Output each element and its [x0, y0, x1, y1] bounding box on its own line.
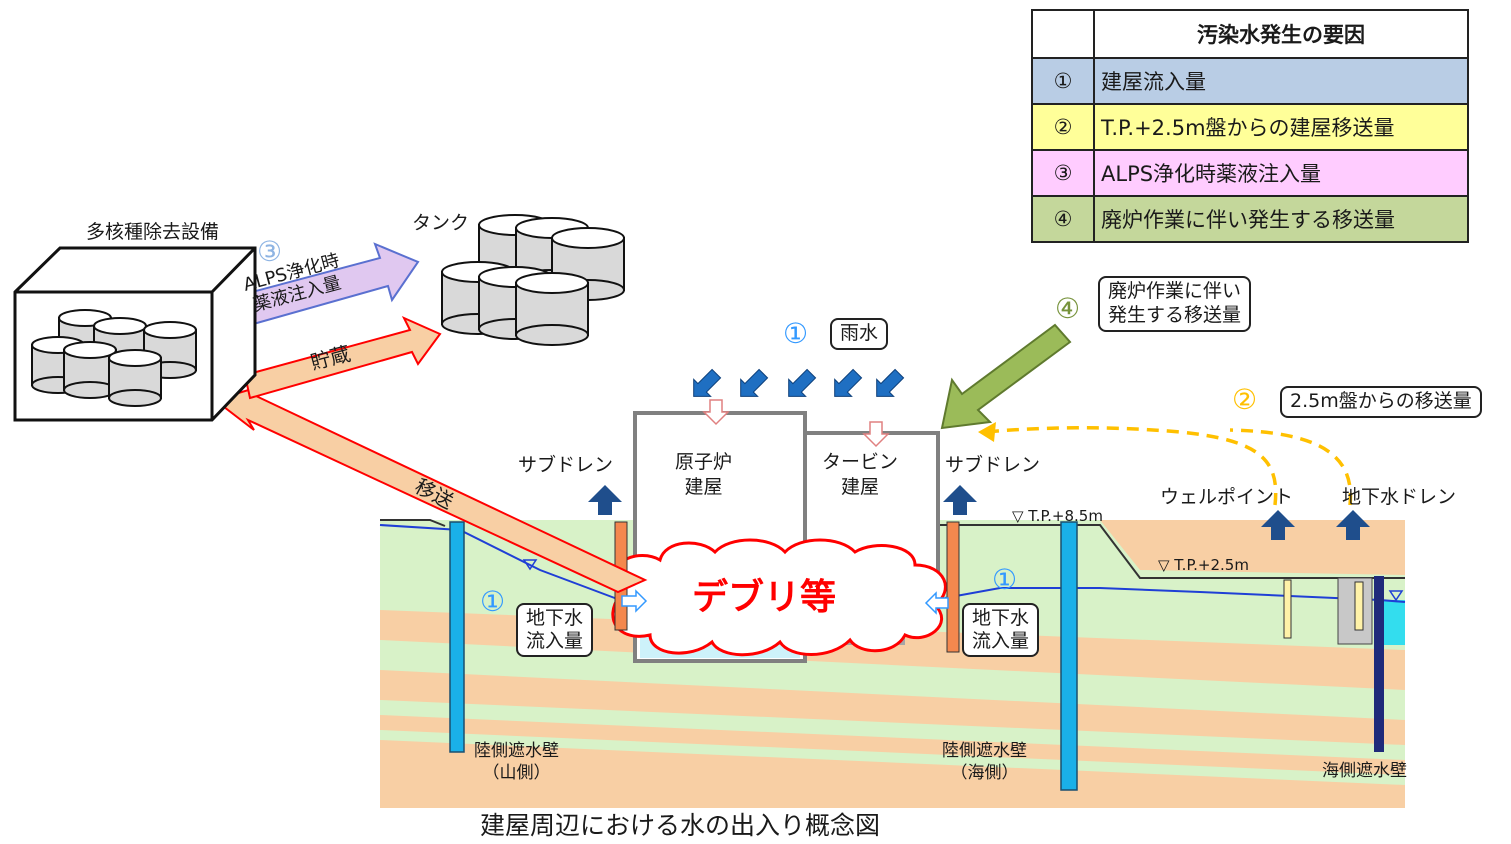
reactor-label: 原子炉 建屋 — [675, 451, 733, 498]
legend-header-blank — [1031, 9, 1095, 59]
turbine-label: タービン 建屋 — [822, 451, 899, 498]
subdrain-left-label: サブドレン — [518, 454, 614, 476]
circled-1-left: ① — [480, 585, 506, 618]
subdrain-right-pipe — [946, 521, 960, 653]
rain-label: 雨水 — [830, 318, 889, 350]
wall-sea-side-label: 陸側遮水壁 （海側） — [942, 741, 1027, 784]
legend-row-2: ② T.P.+2.5m盤からの建屋移送量 — [1031, 103, 1469, 151]
legend-num: ① — [1031, 57, 1095, 105]
dashed-transfer-line — [984, 426, 1353, 506]
alps-injection-arrow — [220, 242, 420, 332]
legend-num: ② — [1031, 103, 1095, 151]
wall-mountain-label: 陸側遮水壁 （山側） — [474, 741, 559, 784]
wellpoint-pipe — [1283, 579, 1292, 639]
circled-2: ② — [1232, 383, 1258, 416]
circled-1-rain: ① — [783, 317, 809, 350]
subdrain-right-label: サブドレン — [945, 454, 1041, 476]
legend-table: 汚染水発生の要因 ① 建屋流入量 ② T.P.+2.5m盤からの建屋移送量 ③ … — [1031, 9, 1469, 243]
circled-4: ④ — [1055, 292, 1081, 325]
tank-cylinders — [441, 214, 625, 346]
legend-num: ④ — [1031, 195, 1095, 243]
legend-text: 廃炉作業に伴い発生する移送量 — [1093, 195, 1469, 243]
alps-facility-label: 多核種除去設備 — [86, 221, 220, 243]
groundwater-line — [379, 524, 1406, 603]
legend-text: 建屋流入量 — [1093, 57, 1469, 105]
sea-wall-label: 海側遮水壁 — [1322, 761, 1407, 781]
decommission-label: 廃炉作業に伴い 発生する移送量 — [1098, 276, 1252, 332]
gw-inflow-left-label: 地下水 流入量 — [516, 603, 594, 657]
rain-arrows — [693, 368, 905, 397]
legend-row-4: ④ 廃炉作業に伴い発生する移送量 — [1031, 195, 1469, 243]
inflow-arrows — [702, 399, 890, 448]
legend-row-1: ① 建屋流入量 — [1031, 57, 1469, 105]
gw-drain-pipe — [1354, 581, 1364, 631]
wellpoint-label: ウェルポイント — [1160, 486, 1294, 508]
tp25-label: ▽ T.P.+2.5m — [1158, 556, 1249, 574]
legend-row-3: ③ ALPS浄化時薬液注入量 — [1031, 149, 1469, 197]
gw-inflow-arrows — [621, 589, 949, 615]
dashed-arrowhead — [978, 422, 996, 442]
gw-inflow-right-label: 地下水 流入量 — [962, 603, 1040, 657]
decommission-arrow — [940, 323, 1072, 430]
legend-num: ③ — [1031, 149, 1095, 197]
debris-label: デブリ等 — [692, 577, 837, 618]
from-25m-label: 2.5m盤からの移送量 — [1280, 386, 1482, 418]
tp85-label: ▽ T.P.+8.5m — [1012, 507, 1103, 525]
circled-1-right: ① — [992, 563, 1018, 596]
diagram-caption: 建屋周辺における水の出入り概念図 — [480, 811, 881, 840]
legend-text: T.P.+2.5m盤からの建屋移送量 — [1093, 103, 1469, 151]
sea-wall — [1374, 576, 1384, 752]
circled-3: ③ — [257, 235, 283, 268]
legend-text: ALPS浄化時薬液注入量 — [1093, 149, 1469, 197]
tank-label: タンク — [412, 212, 470, 234]
land-wall-sea — [1060, 521, 1078, 791]
gw-drain-label: 地下水ドレン — [1342, 486, 1457, 508]
land-wall-mountain — [449, 521, 465, 753]
legend-title: 汚染水発生の要因 — [1093, 9, 1469, 59]
up-arrows — [588, 485, 1370, 540]
alps-cylinders — [31, 309, 197, 407]
storage-arrow — [243, 315, 442, 400]
